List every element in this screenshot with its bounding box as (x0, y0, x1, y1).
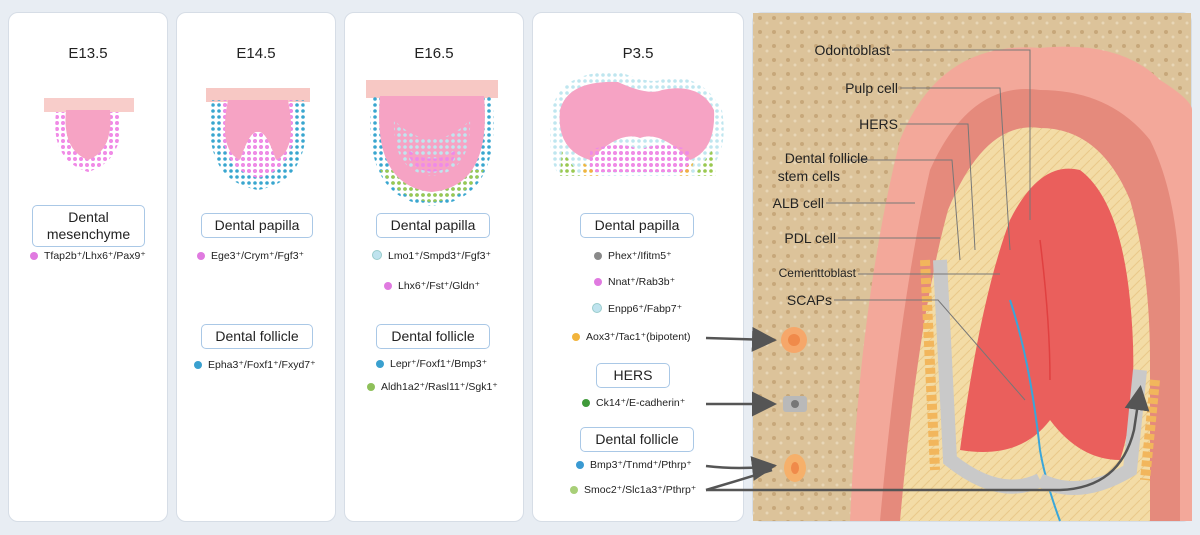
gray-dot-icon (594, 252, 602, 260)
marker-p3-5-hers: Ck14⁺/E-cadherin⁺ (582, 397, 685, 409)
tooth-leader-lines (826, 49, 1031, 401)
light-green-dot-icon (570, 486, 578, 494)
dental-follicle-box: Dental follicle (201, 324, 313, 349)
marker-p3-5-papilla-2: Nnat⁺/Rab3b⁺ (594, 276, 675, 288)
magenta-dot-icon (384, 282, 392, 290)
dental-follicle-box: Dental follicle (376, 324, 490, 349)
e13-5-bud-illustration (44, 98, 134, 172)
dental-papilla-box: Dental papilla (376, 213, 490, 238)
dental-mesenchyme-box: Dental mesenchyme (32, 205, 145, 247)
marker-e14-5-papilla: Ege3⁺/Crym⁺/Fgf3⁺ (197, 250, 304, 262)
panel-e13-5: E13.5 (8, 12, 168, 522)
marker-e16-5-follicle-1: Lepr⁺/Foxf1⁺/Bmp3⁺ (376, 358, 487, 370)
light-blue-dot-icon (592, 303, 602, 313)
follicle-cell-icon (784, 454, 806, 482)
blue-dot-icon (194, 361, 202, 369)
marker-e16-5-papilla-2: Lhx6⁺/Fst⁺/Gldn⁺ (384, 280, 480, 292)
label-pulp-cell: Pulp cell (845, 80, 898, 96)
marker-p3-5-papilla-3: Enpp6⁺/Fabp7⁺ (592, 303, 682, 315)
differentiation-arrows (705, 326, 1150, 492)
yellow-dot-icon (572, 333, 580, 341)
label-hers: HERS (859, 116, 898, 132)
magenta-dot-icon (30, 252, 38, 260)
marker-p3-5-follicle-2: Smoc2⁺/Slc1a3⁺/Pthrp⁺ (570, 484, 696, 496)
label-pdl-cell: PDL cell (784, 230, 836, 246)
magenta-dot-icon (594, 278, 602, 286)
marker-e13-5: Tfap2b⁺/Lhx6⁺/Pax9⁺ (30, 250, 146, 262)
marker-p3-5-follicle-1: Bmp3⁺/Tnmd⁺/Pthrp⁺ (576, 459, 692, 471)
stage-title: E13.5 (68, 45, 108, 62)
blue-dot-icon (376, 360, 384, 368)
marker-e14-5-follicle: Epha3⁺/Foxf1⁺/Fxyd7⁺ (194, 359, 316, 371)
label-dental-follicle-stem-cells-line1: Dental follicle (784, 150, 868, 166)
blue-dot-icon (576, 461, 584, 469)
label-scaps: SCAPs (786, 292, 832, 308)
e14-5-cap-illustration (206, 88, 310, 190)
hers-cell-icon (783, 396, 807, 412)
marker-e16-5-papilla-1: Lmo1⁺/Smpd3⁺/Fgf3⁺ (372, 250, 491, 262)
stage-title: E16.5 (414, 45, 454, 62)
p3-5-bell-illustration (550, 71, 724, 176)
label-cementoblast: Cementtoblast (778, 266, 856, 280)
magenta-dot-icon (197, 252, 205, 260)
label-dental-follicle-stem-cells-line2: stem cells (777, 168, 840, 184)
light-blue-dot-icon (372, 250, 382, 260)
label-alb-cell: ALB cell (772, 195, 824, 211)
dental-follicle-box: Dental follicle (580, 427, 694, 452)
label-odontoblast: Odontoblast (814, 42, 891, 58)
marker-p3-5-papilla-4: Aox3⁺/Tac1⁺(bipotent) (572, 331, 690, 343)
dental-papilla-box: Dental papilla (201, 213, 313, 238)
cell-icons (781, 327, 807, 482)
marker-p3-5-papilla-1: Phex⁺/Ifitm5⁺ (594, 250, 672, 262)
marker-e16-5-follicle-2: Aldh1a2⁺/Rasl11⁺/Sgk1⁺ (367, 381, 498, 393)
dark-green-dot-icon (582, 399, 590, 407)
dental-papilla-box: Dental papilla (580, 213, 694, 238)
e16-5-bell-illustration (366, 80, 498, 206)
stage-title: E14.5 (236, 45, 276, 62)
hers-box: HERS (596, 363, 670, 388)
bipotent-cell-icon (781, 327, 807, 353)
green-dot-icon (367, 383, 375, 391)
stage-title: P3.5 (622, 45, 654, 62)
